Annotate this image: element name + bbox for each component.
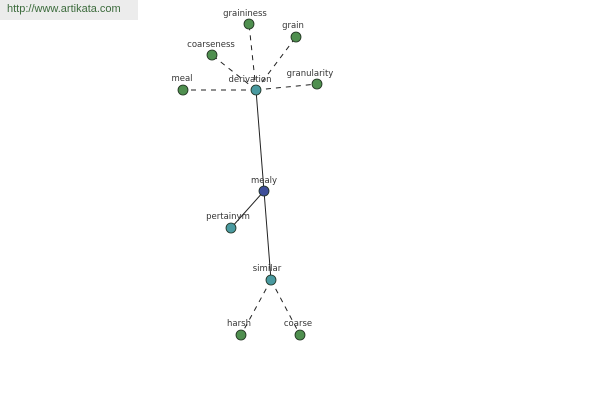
node-derivation-label[interactable]: derivation [228,75,271,85]
node-grain-label[interactable]: grain [282,21,304,31]
node-coarse-label[interactable]: coarse [284,319,312,329]
url-banner[interactable]: http://www.artikata.com [0,0,138,20]
node-derivation-dot[interactable] [250,84,262,96]
node-similar[interactable]: similar [253,264,282,286]
node-coarseness[interactable]: coarseness [187,40,235,61]
edge-derivation-graininess [248,23,257,91]
node-granularity-label[interactable]: granularity [287,69,334,79]
edge-derivation-grain [255,36,297,91]
node-granularity[interactable]: granularity [287,69,334,90]
nodes-layer: mealy derivation pertainym similar grainines… [171,9,334,341]
edge-similar-coarse [270,279,301,336]
node-meal-label[interactable]: meal [171,74,192,84]
node-harsh-label[interactable]: harsh [227,319,251,329]
node-graininess-dot[interactable] [243,18,255,30]
node-coarse-dot[interactable] [294,329,306,341]
node-mealy-label[interactable]: mealy [251,176,277,186]
node-grain-dot[interactable] [290,31,302,43]
node-mealy[interactable]: mealy [251,176,277,197]
edge-mealy-derivation [255,89,265,192]
node-meal-dot[interactable] [177,84,189,96]
node-mealy-dot[interactable] [258,185,270,197]
node-pertainym[interactable]: pertainym [206,212,250,234]
node-similar-label[interactable]: similar [253,264,282,274]
node-granularity-dot[interactable] [311,78,323,90]
node-similar-dot[interactable] [265,274,277,286]
node-graininess[interactable]: graininess [223,9,267,30]
node-harsh[interactable]: harsh [227,319,251,341]
node-pertainym-label[interactable]: pertainym [206,212,250,222]
node-coarse[interactable]: coarse [284,319,312,341]
node-graininess-label[interactable]: graininess [223,9,267,19]
url-link[interactable]: http://www.artikata.com [7,3,121,15]
node-meal[interactable]: meal [171,74,193,96]
edges-layer [183,23,318,336]
edge-mealy-pertainym [230,190,265,229]
edge-similar-harsh [240,279,272,336]
node-derivation[interactable]: derivation [228,75,272,96]
node-grain[interactable]: grain [282,21,304,43]
node-harsh-dot[interactable] [235,329,247,341]
edge-mealy-similar [263,190,272,281]
node-coarseness-label[interactable]: coarseness [187,40,235,50]
node-coarseness-dot[interactable] [206,49,218,61]
node-pertainym-dot[interactable] [225,222,237,234]
edge-derivation-granularity [255,83,318,91]
